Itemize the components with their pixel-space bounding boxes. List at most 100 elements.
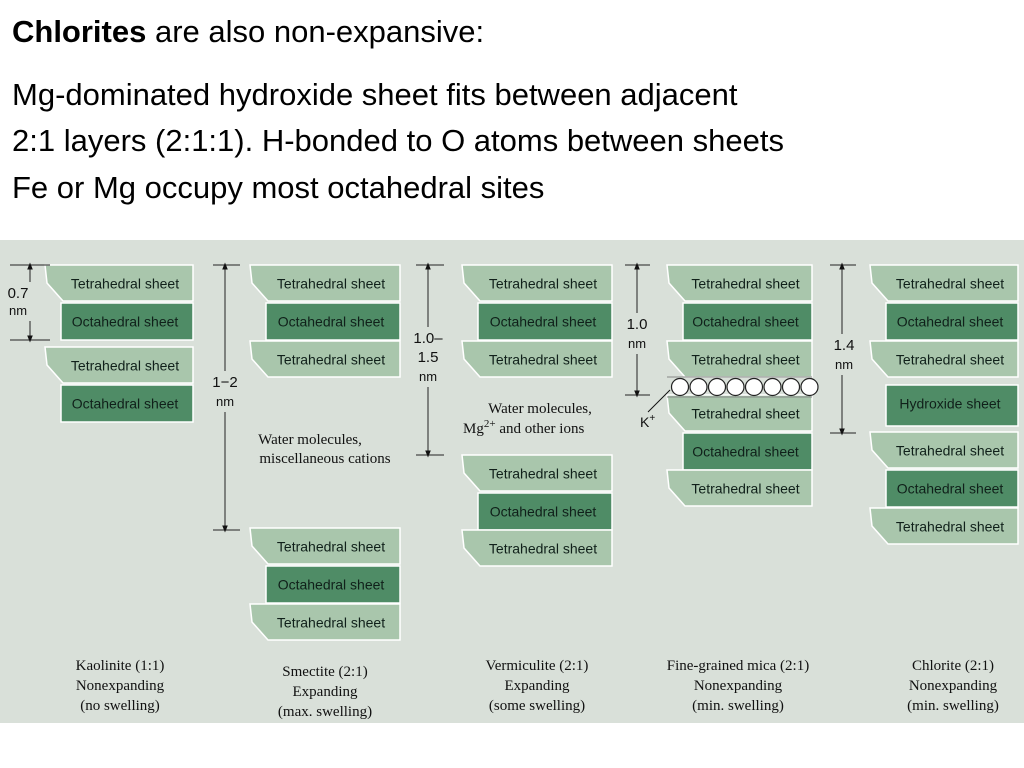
tetrahedral-sheet-label: Tetrahedral sheet	[691, 352, 799, 368]
chlorite-sheet-6: Octahedral sheet	[885, 469, 1019, 508]
potassium-ion	[726, 377, 745, 397]
tetrahedral-sheet-label: Tetrahedral sheet	[896, 352, 1004, 368]
chlorite-sheet-4: Hydroxide sheet	[885, 384, 1019, 427]
mica-sheet-3: Tetrahedral sheet	[666, 340, 813, 378]
title-bold: Chlorites	[12, 14, 147, 49]
potassium-ion	[763, 377, 782, 397]
smectite-dimension-label: nm	[216, 394, 234, 409]
vermiculite-sheet-2: Octahedral sheet	[477, 302, 613, 341]
tetrahedral-sheet-label: Tetrahedral sheet	[71, 276, 179, 292]
smectite-sheet-5: Octahedral sheet	[265, 565, 401, 604]
potassium-ion	[707, 377, 727, 397]
potassium-ion	[689, 377, 708, 397]
vermiculite-dimension-label: 1.5	[418, 349, 439, 366]
chlorite-caption-name: Chlorite (2:1)	[912, 658, 994, 674]
vermiculite-dimension-label: 1.0–	[413, 330, 443, 347]
mica-caption-swelling: (min. swelling)	[692, 698, 784, 714]
octahedral-sheet-label: Octahedral sheet	[490, 504, 597, 520]
vermiculite-sheet-1: Tetrahedral sheet	[461, 264, 613, 302]
potassium-ion	[744, 377, 764, 397]
vermiculite-mg: Mg	[463, 421, 484, 437]
smectite-caption-swelling: (max. swelling)	[278, 704, 372, 720]
body-line-2: 2:1 layers (2:1:1). H-bonded to O atoms …	[12, 123, 784, 158]
tetrahedral-sheet-label: Tetrahedral sheet	[691, 481, 799, 497]
tetrahedral-sheet-label: Tetrahedral sheet	[691, 276, 799, 292]
kaolinite-dimension-label: nm	[9, 303, 27, 318]
octahedral-sheet-label: Octahedral sheet	[897, 314, 1004, 330]
smectite-sheet-3: Tetrahedral sheet	[249, 340, 401, 378]
smectite-interlayer-line2: miscellaneous cations	[259, 451, 390, 467]
kaolinite-sheet-4: Octahedral sheet	[60, 384, 194, 423]
kaolinite-sheet-1: Tetrahedral sheet	[44, 264, 194, 302]
mica-dimension-label: nm	[628, 336, 646, 351]
kaolinite-sheet-2: Octahedral sheet	[60, 302, 194, 341]
chlorite-sheet-5: Tetrahedral sheet	[869, 431, 1019, 469]
kaolinite-caption-name: Kaolinite (1:1)	[76, 658, 165, 674]
smectite-sheet-4: Tetrahedral sheet	[249, 527, 401, 565]
potassium-ion	[800, 377, 819, 397]
vermiculite-sheet-3: Tetrahedral sheet	[461, 340, 613, 378]
tetrahedral-sheet-label: Tetrahedral sheet	[71, 358, 179, 374]
hydroxide-sheet-label: Hydroxide sheet	[899, 396, 1000, 412]
vermiculite-interlayer-line2: Mg2+ and other ions	[463, 418, 584, 437]
chlorite-caption-swelling: (min. swelling)	[907, 698, 999, 714]
slide-title: Chlorites are also non-expansive:	[12, 12, 484, 52]
tetrahedral-sheet-label: Tetrahedral sheet	[691, 406, 799, 422]
tetrahedral-sheet-label: Tetrahedral sheet	[277, 352, 385, 368]
vermiculite-interlayer-line1: Water molecules,	[488, 401, 592, 417]
tetrahedral-sheet-label: Tetrahedral sheet	[277, 539, 385, 555]
mica-dimension: 1.0 nm	[625, 262, 650, 398]
tetrahedral-sheet-label: Tetrahedral sheet	[489, 276, 597, 292]
chlorite-caption-type: Nonexpanding	[909, 678, 998, 694]
k-charge: +	[649, 413, 655, 424]
tetrahedral-sheet-label: Tetrahedral sheet	[489, 466, 597, 482]
smectite-interlayer-line1: Water molecules,	[258, 432, 362, 448]
vermiculite-dimension: 1.0– 1.5 nm	[413, 262, 444, 458]
vermiculite-sheet-4: Tetrahedral sheet	[461, 454, 613, 492]
octahedral-sheet-label: Octahedral sheet	[72, 396, 179, 412]
tetrahedral-sheet-label: Tetrahedral sheet	[896, 443, 1004, 459]
smectite-caption-name: Smectite (2:1)	[282, 664, 367, 680]
octahedral-sheet-label: Octahedral sheet	[490, 314, 597, 330]
octahedral-sheet-label: Octahedral sheet	[72, 314, 179, 330]
vermiculite-caption-type: Expanding	[505, 678, 570, 694]
body-line-3: Fe or Mg occupy most octahedral sites	[12, 170, 545, 205]
mica-sheet-5: Octahedral sheet	[682, 432, 813, 471]
kaolinite-caption-swelling: (no swelling)	[80, 698, 160, 714]
mica-dimension-label: 1.0	[627, 316, 648, 333]
smectite-dimension-label: 1−2	[212, 374, 237, 391]
octahedral-sheet-label: Octahedral sheet	[692, 444, 799, 460]
tetrahedral-sheet-label: Tetrahedral sheet	[896, 276, 1004, 292]
chlorite-dimension-label: 1.4	[834, 337, 855, 354]
potassium-ion	[781, 377, 801, 397]
kaolinite-dimension: 0.7nm	[8, 262, 50, 343]
potassium-ion	[670, 377, 690, 397]
body-line-1: Mg-dominated hydroxide sheet fits betwee…	[12, 77, 738, 112]
potassium-ion-row	[667, 376, 819, 398]
mica-sheet-1: Tetrahedral sheet	[666, 264, 813, 302]
vermiculite-dimension-label: nm	[419, 369, 437, 384]
smectite-sheet-1: Tetrahedral sheet	[249, 264, 401, 302]
vermiculite-ions-text: and other ions	[496, 421, 585, 437]
smectite-sheet-6: Tetrahedral sheet	[249, 603, 401, 641]
chlorite-sheet-1: Tetrahedral sheet	[869, 264, 1019, 302]
octahedral-sheet-label: Octahedral sheet	[278, 314, 385, 330]
mica-sheet-2: Octahedral sheet	[682, 302, 813, 341]
vermiculite-sheet-5: Octahedral sheet	[477, 492, 613, 531]
octahedral-sheet-label: Octahedral sheet	[897, 481, 1004, 497]
octahedral-sheet-label: Octahedral sheet	[692, 314, 799, 330]
vermiculite-sheet-6: Tetrahedral sheet	[461, 529, 613, 567]
tetrahedral-sheet-label: Tetrahedral sheet	[489, 541, 597, 557]
k-symbol: K	[640, 414, 650, 430]
chlorite-dimension-label: nm	[835, 357, 853, 372]
tetrahedral-sheet-label: Tetrahedral sheet	[489, 352, 597, 368]
vermiculite-mg-charge: 2+	[484, 418, 496, 430]
k-ion-label: K+	[640, 413, 655, 430]
mica-sheet-6: Tetrahedral sheet	[666, 469, 813, 507]
octahedral-sheet-label: Octahedral sheet	[278, 577, 385, 593]
title-rest: are also non-expansive:	[146, 14, 485, 49]
smectite-sheet-2: Octahedral sheet	[265, 302, 401, 341]
chlorite-sheet-3: Tetrahedral sheet	[869, 340, 1019, 378]
